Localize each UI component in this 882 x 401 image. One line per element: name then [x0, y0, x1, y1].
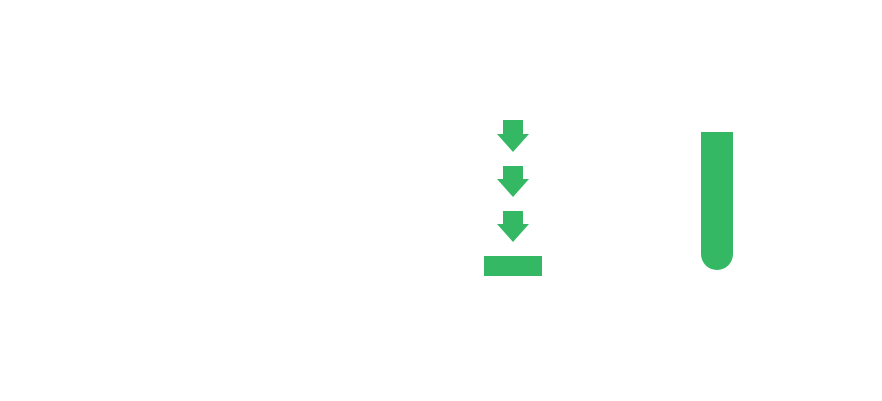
- test-tube-icon: [701, 132, 733, 270]
- download-to-base-icon: [484, 120, 542, 276]
- arrow-down-icon: [497, 211, 529, 242]
- base-bar: [484, 256, 542, 276]
- arrow-down-icon: [497, 120, 529, 152]
- arrow-down-icon: [497, 166, 529, 197]
